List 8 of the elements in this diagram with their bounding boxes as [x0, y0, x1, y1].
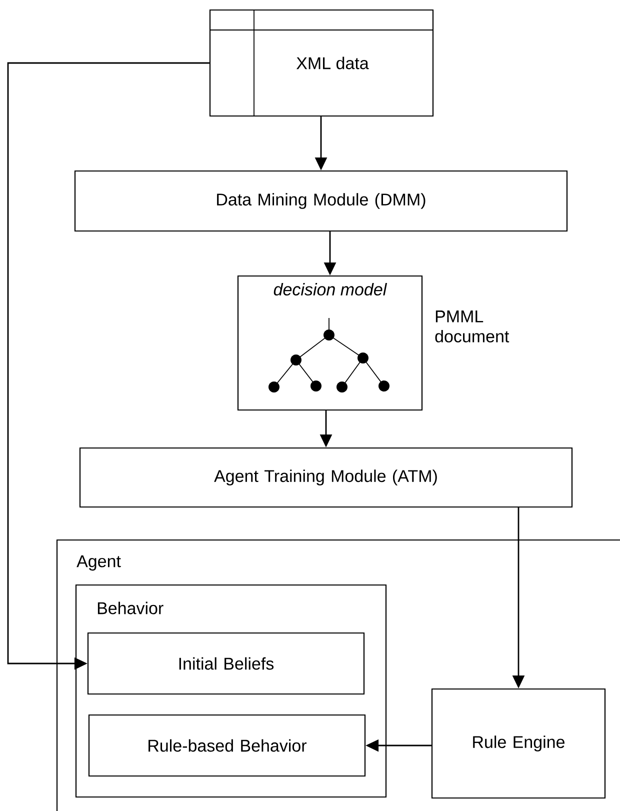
process-box: Agent Training Module (ATM) — [79, 447, 573, 508]
process-box: Data Mining Module (DMM) — [74, 170, 568, 232]
process-box: Rule Engine — [431, 688, 606, 799]
data-table-box: XML data — [209, 9, 434, 117]
model-box: decision model — [237, 275, 423, 411]
process-box: Rule-based Behavior — [88, 714, 366, 777]
process-box: Initial Beliefs — [87, 632, 365, 695]
beside-label: PMML document — [435, 310, 510, 342]
